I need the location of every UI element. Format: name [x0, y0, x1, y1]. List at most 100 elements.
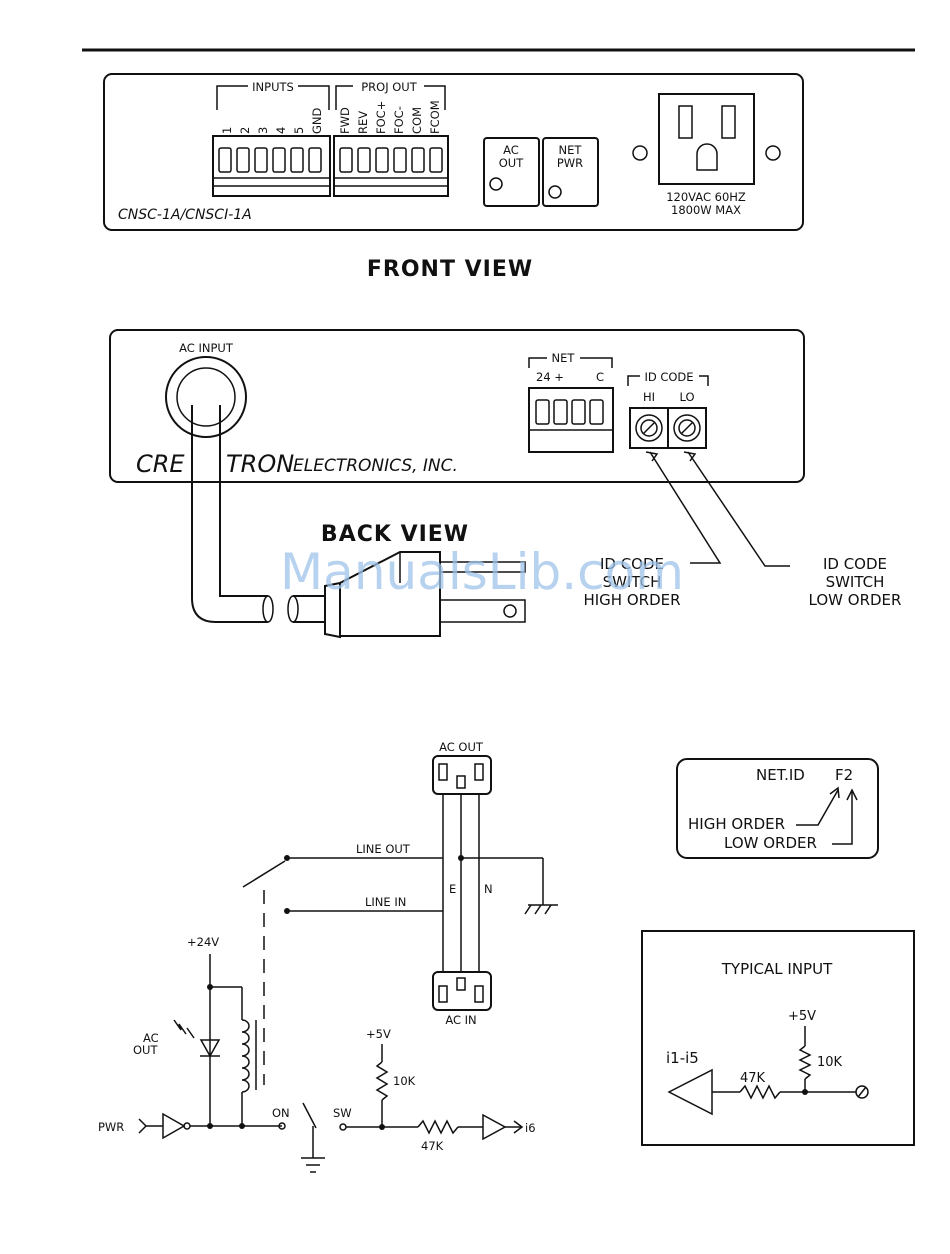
proj-out-group-label: PROJ OUT [361, 80, 417, 94]
input-1-label: 1 [220, 127, 234, 134]
callout-high-1: ID CODE [600, 555, 664, 573]
callout-low-2: SWITCH [826, 573, 885, 591]
net-terminal-block [528, 387, 614, 453]
callout-low-3: LOW ORDER [809, 591, 902, 609]
schem-pwr-label: PWR [98, 1120, 124, 1134]
id-code-switch-hi[interactable] [629, 407, 669, 449]
input-gnd-label: GND [310, 107, 324, 134]
id-code-group-label: ID CODE [644, 370, 693, 384]
typical-input-5v: +5V [788, 1009, 816, 1024]
ground-symbol [301, 1157, 325, 1173]
typical-input-buffer [667, 1068, 713, 1116]
ac-out-led [489, 177, 503, 191]
outlet-screw-left [632, 145, 648, 161]
outlet-rating-1: 120VAC 60HZ [666, 190, 746, 204]
callout-high-2: SWITCH [603, 573, 662, 591]
inputs-terminal-block [212, 135, 331, 197]
typical-input-title: TYPICAL INPUT [721, 960, 833, 978]
schem-line-in-label: LINE IN [365, 895, 406, 909]
svg-text:PWR: PWR [557, 156, 583, 170]
callout-low-1: ID CODE [823, 555, 887, 573]
id-lo-label: LO [679, 390, 694, 404]
relay-contact [242, 860, 286, 888]
schem-ac-out-label: AC OUT [439, 740, 484, 754]
outlet-screw-right [765, 145, 781, 161]
schem-5v-label: +5V [366, 1027, 391, 1041]
typical-input-box: TYPICAL INPUT +5V 10K i1-i5 47K [641, 930, 915, 1146]
ac-outlet: 120VAC 60HZ 1800W MAX [632, 93, 781, 217]
schem-led-label-2: OUT [133, 1043, 158, 1057]
ac-power-cord [191, 405, 325, 623]
ac-plug [324, 551, 526, 639]
plug-blade-bottom [439, 599, 526, 623]
proj-rev-label: REV [356, 111, 370, 134]
net-c-label: C [596, 370, 604, 384]
brand-cre: CRE [136, 450, 185, 478]
outlet-rating-2: 1800W MAX [671, 203, 741, 217]
typical-resistor-47k [739, 1084, 781, 1100]
front-view-title: FRONT VIEW [367, 257, 533, 282]
net-24-label: 24 + [536, 370, 564, 384]
chassis-ground-symbol [524, 904, 558, 915]
proj-foc-plus-label: FOC+ [374, 101, 388, 134]
id-code-switch-lo[interactable] [667, 407, 707, 449]
front-view-panel: INPUTS PROJ OUT 1 2 3 4 5 GND FWD REV FO… [103, 73, 804, 231]
net-id-title: NET.ID [756, 766, 805, 784]
ac-out-indicator: AC OUT [483, 137, 540, 207]
schem-on-label: ON [272, 1106, 290, 1120]
schem-24v-label: +24V [187, 935, 219, 949]
svg-text:AC: AC [503, 143, 519, 157]
net-pwr-led [548, 185, 562, 199]
resistor-10k [375, 1061, 389, 1101]
schem-i6-label: i6 [525, 1121, 536, 1135]
brand-tron: TRON [226, 450, 294, 478]
schem-10k-label: 10K [393, 1074, 416, 1088]
net-id-low-order: LOW ORDER [724, 834, 817, 852]
typical-input-terminal [855, 1085, 869, 1099]
net-group-label: NET [552, 351, 576, 365]
on-switch [302, 1102, 317, 1129]
inputs-group-label: INPUTS [252, 80, 294, 94]
resistor-47k [417, 1119, 459, 1135]
input-buffer [482, 1113, 507, 1141]
proj-foc-minus-label: FOC- [392, 106, 406, 134]
proj-out-terminal-block [333, 135, 449, 197]
svg-text:NET: NET [559, 143, 583, 157]
watermark: ManualsLib.com [280, 543, 684, 601]
schem-e-label: E [449, 882, 456, 896]
input-5-label: 5 [292, 127, 306, 134]
schem-n-label: N [484, 882, 493, 896]
schem-47k-label: 47K [421, 1139, 444, 1153]
schem-ac-in-label: AC IN [445, 1013, 476, 1027]
proj-fcom-label: FCOM [428, 100, 442, 134]
svg-text:OUT: OUT [499, 156, 524, 170]
relay-coil [241, 1019, 250, 1093]
input-3-label: 3 [256, 127, 270, 134]
typical-resistor-10k [798, 1045, 812, 1080]
net-pwr-indicator: NET PWR [542, 137, 599, 207]
id-hi-label: HI [643, 390, 655, 404]
ac-input-label: AC INPUT [179, 341, 234, 355]
net-id-value: F2 [835, 766, 853, 784]
typical-input-47k: 47K [740, 1071, 766, 1086]
schem-sw-label: SW [333, 1106, 352, 1120]
input-2-label: 2 [238, 127, 252, 134]
id-code-callouts: ID CODE SWITCH HIGH ORDER ID CODE SWITCH… [583, 451, 902, 609]
plug-blade-top [439, 561, 526, 573]
brand-electronics: ELECTRONICS, INC. [293, 456, 458, 476]
model-label: CNSC-1A/CNSCI-1A [118, 207, 252, 223]
ac-out-led-symbol [173, 1019, 221, 1058]
pwr-buffer [162, 1112, 186, 1140]
schem-led-label-1: AC [143, 1031, 159, 1045]
back-view-title: BACK VIEW [321, 522, 469, 547]
ac-in-receptacle-symbol [432, 971, 492, 1011]
input-4-label: 4 [274, 127, 288, 134]
ac-input-grommet [165, 356, 247, 438]
proj-com-label: COM [410, 107, 424, 134]
typical-input-label: i1-i5 [666, 1049, 699, 1067]
schem-line-out-label: LINE OUT [356, 842, 411, 856]
callout-high-3: HIGH ORDER [583, 591, 680, 609]
schematic: AC OUT AC IN E N LINE OUT LINE IN [98, 740, 558, 1173]
back-view-panel: AC INPUT CRE TRON ELECTRONICS, INC. NET … [109, 329, 805, 483]
